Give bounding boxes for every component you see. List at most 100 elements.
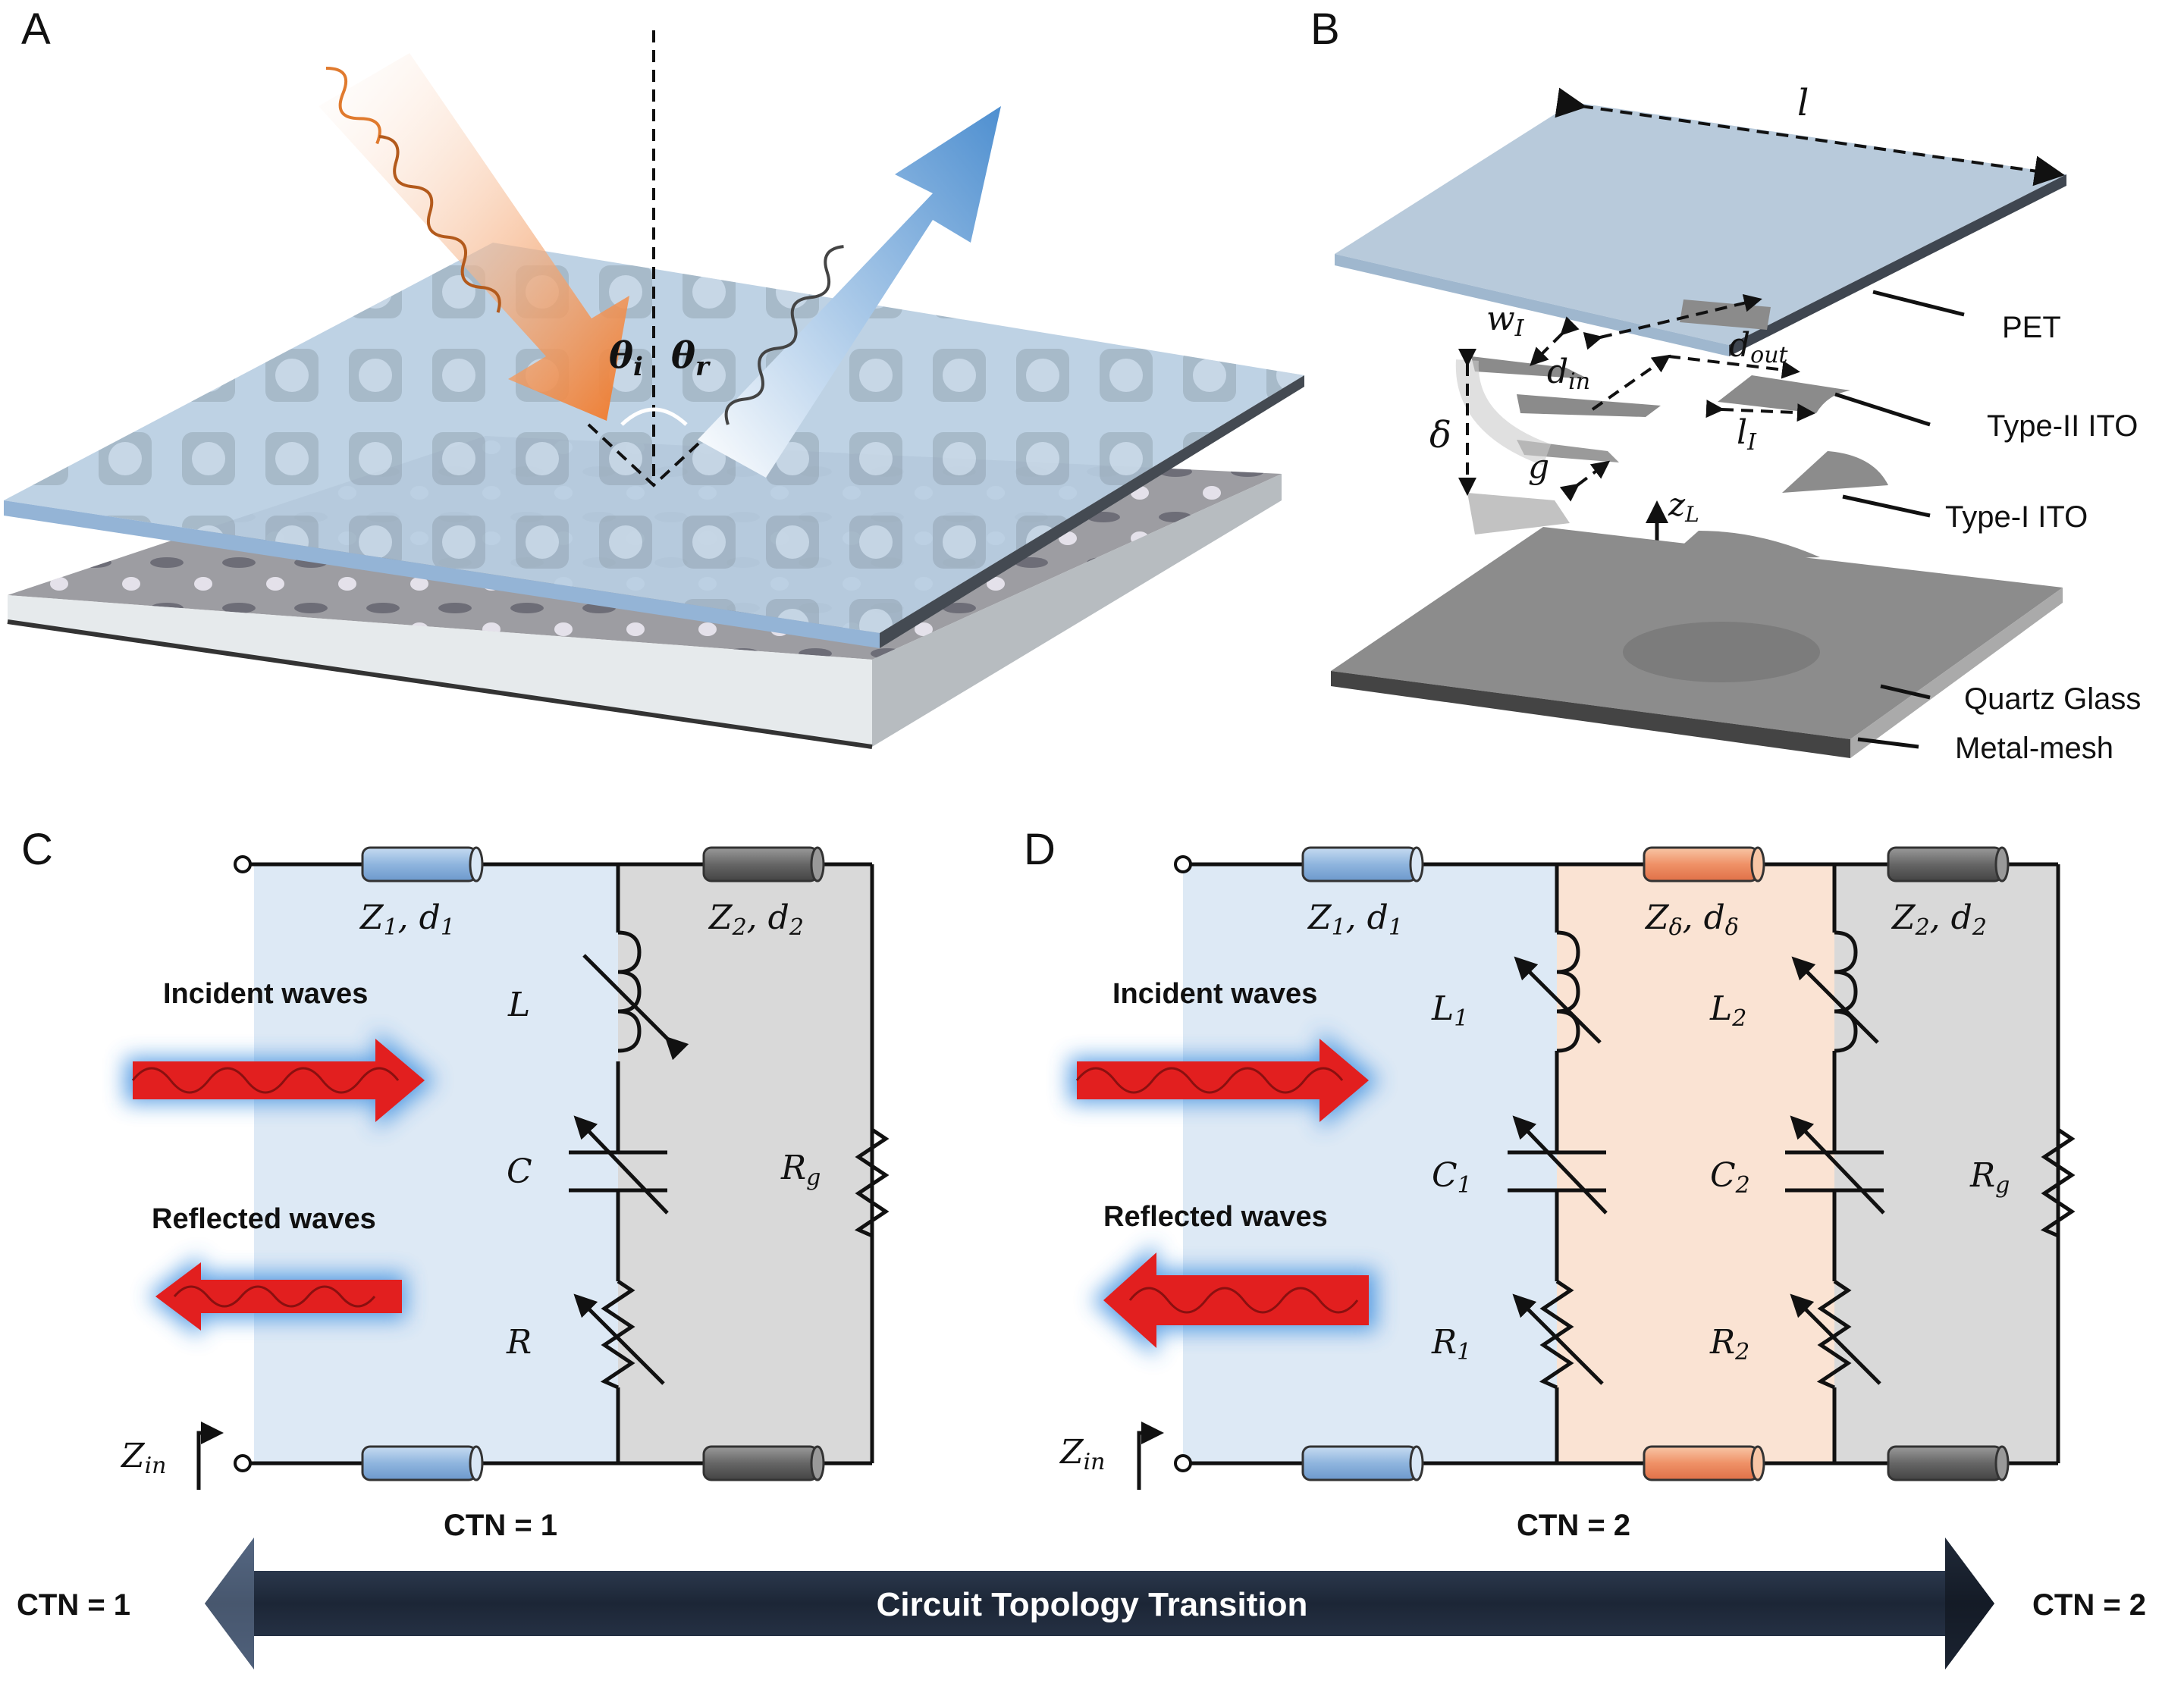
leader-pet (1872, 290, 1965, 317)
resistor-Rg-c (854, 1127, 890, 1238)
type1-piece (1782, 451, 1888, 493)
dim-lI-arrow (1705, 400, 1815, 422)
bottom-slab-side (872, 474, 1282, 747)
leader-quartz (1880, 684, 1931, 700)
incident-wave (325, 66, 381, 145)
ito-cells (4, 243, 1304, 633)
resistor1-arrow-d (1512, 1293, 1604, 1385)
dim-g-arrow (1559, 460, 1611, 502)
panel-c-circuit: Z1, d1 Z2, d2 L C R Rg Zin Incident wave… (120, 846, 890, 1542)
dim-delta-label: δ (1429, 414, 1451, 456)
label-L2-d: L2 (1709, 989, 1746, 1032)
dim-din-label: din (1547, 353, 1590, 395)
panel-d-letter: D (1024, 825, 1056, 874)
panel-b-letter: B (1310, 5, 1340, 54)
label-L-c: L (507, 986, 530, 1024)
bottom-slab-front (8, 595, 872, 747)
label-C-c: C (507, 1152, 532, 1191)
pet-sheet-side (1729, 174, 2066, 356)
reflected-wave (724, 245, 844, 425)
reflected-wave-arrow-c (148, 1255, 406, 1338)
tline-z2-bot-c (702, 1445, 825, 1481)
label-incident-d: Incident waves (1112, 978, 1317, 1010)
inductor-arrow-c (582, 954, 689, 1061)
label-Rg-c: Rg (780, 1149, 821, 1191)
reflected-wave-arrow-d (1092, 1243, 1376, 1357)
terminal-top-d (1174, 855, 1192, 873)
label-pet: PET (2002, 311, 2061, 344)
double-arrow-right-head (1945, 1538, 1994, 1669)
dim-g-label: g (1528, 447, 1549, 486)
theta-i-label: θi (609, 334, 643, 382)
tline-z1-top-d (1301, 846, 1424, 882)
incident-wave-arrow-d (1069, 1031, 1380, 1130)
pet-layer-front (4, 500, 880, 648)
label-C2-d: C2 (1710, 1156, 1750, 1199)
capacitor-arrow-c (573, 1115, 669, 1215)
type1-piece-left (1467, 493, 1570, 535)
label-reflected-d: Reflected waves (1103, 1201, 1328, 1233)
quartz-slab-front (1331, 671, 1850, 758)
label-z1-c: Z1, d1 (359, 898, 455, 941)
label-quartz-glass: Quartz Glass (1964, 682, 2141, 716)
panel-b-illustration: l wI dout din lI δ g zL yL xL (1331, 82, 2141, 765)
double-arrow-left-head (205, 1538, 254, 1669)
tline-z2-top-c (702, 846, 825, 882)
inductor-L1-d (1556, 930, 1580, 1053)
zin-arrow-c (196, 1422, 224, 1490)
terminal-bottom-c (234, 1454, 252, 1472)
angle-arc (620, 407, 688, 426)
dim-din-arrow (1591, 354, 1671, 411)
region-gray-d (1834, 864, 2058, 1463)
terminal-top-c (234, 855, 252, 873)
tline-z2-bot-d (1887, 1445, 2010, 1481)
incident-wave-arrow-c (125, 1031, 436, 1130)
topology-transition-banner: Circuit Topology Transition CTN = 1 CTN … (17, 1538, 2146, 1669)
tline-zd-top-d (1643, 846, 1765, 882)
resistor-Rg-d (2040, 1127, 2076, 1238)
banner-title: Circuit Topology Transition (877, 1586, 1308, 1623)
label-type1-ito: Type-I ITO (1945, 500, 2088, 534)
dim-lI-label: lI (1737, 413, 1757, 456)
bottom-slab-edge (7, 619, 873, 749)
inductor-L2-d (1834, 930, 1858, 1053)
label-zin-c: Zin (120, 1437, 167, 1479)
region-blue-c (254, 864, 618, 1463)
inductor-L-c (617, 930, 642, 1053)
label-L1-d: L1 (1431, 989, 1468, 1032)
dim-wI-label: wI (1486, 299, 1525, 342)
pet-layer-side (880, 375, 1304, 648)
type2-piece-right (1718, 375, 1850, 413)
label-R-c: R (506, 1323, 532, 1362)
type2-piece-left (1471, 356, 1589, 379)
region-orange-d (1557, 864, 1834, 1463)
tline-zd-bot-d (1643, 1445, 1765, 1481)
dim-wI-arrow (1530, 316, 1580, 366)
ctn-label-c: CTN = 1 (444, 1509, 557, 1542)
label-z1-d: Z1, d1 (1307, 898, 1403, 941)
panel-c-letter: C (21, 825, 53, 874)
label-Rg-d: Rg (1969, 1156, 2010, 1199)
label-z2-c: Z2, d2 (708, 898, 804, 941)
label-type2-ito: Type-II ITO (1987, 409, 2138, 443)
resistor2-arrow-d (1790, 1293, 1881, 1385)
label-C1-d: C1 (1432, 1156, 1472, 1199)
dim-dout-label: dout (1729, 326, 1789, 368)
dim-dout-arrow (1583, 293, 1762, 350)
double-arrow (205, 1538, 1994, 1669)
label-R2-d: R2 (1709, 1323, 1749, 1365)
label-R1-d: R1 (1431, 1323, 1471, 1365)
inductor1-arrow-d (1514, 956, 1602, 1044)
incident-wave-inner (378, 135, 501, 313)
theta-r-label: θr (671, 334, 711, 382)
label-z2-d: Z2, d2 (1891, 898, 1987, 941)
label-metal-mesh: Metal-mesh (1955, 732, 2113, 765)
zin-arrow-d (1137, 1422, 1164, 1490)
dim-l-label: l (1797, 82, 1809, 124)
panel-d-circuit: Z1, d1 Zδ, dδ Z2, d2 L1 L2 C1 C2 R1 R2 R… (1059, 846, 2076, 1542)
angle-guide (587, 423, 720, 487)
capacitor2-arrow-d (1790, 1115, 1885, 1215)
leader-mesh (1857, 737, 1919, 749)
resistor-arrow-c (573, 1293, 665, 1385)
